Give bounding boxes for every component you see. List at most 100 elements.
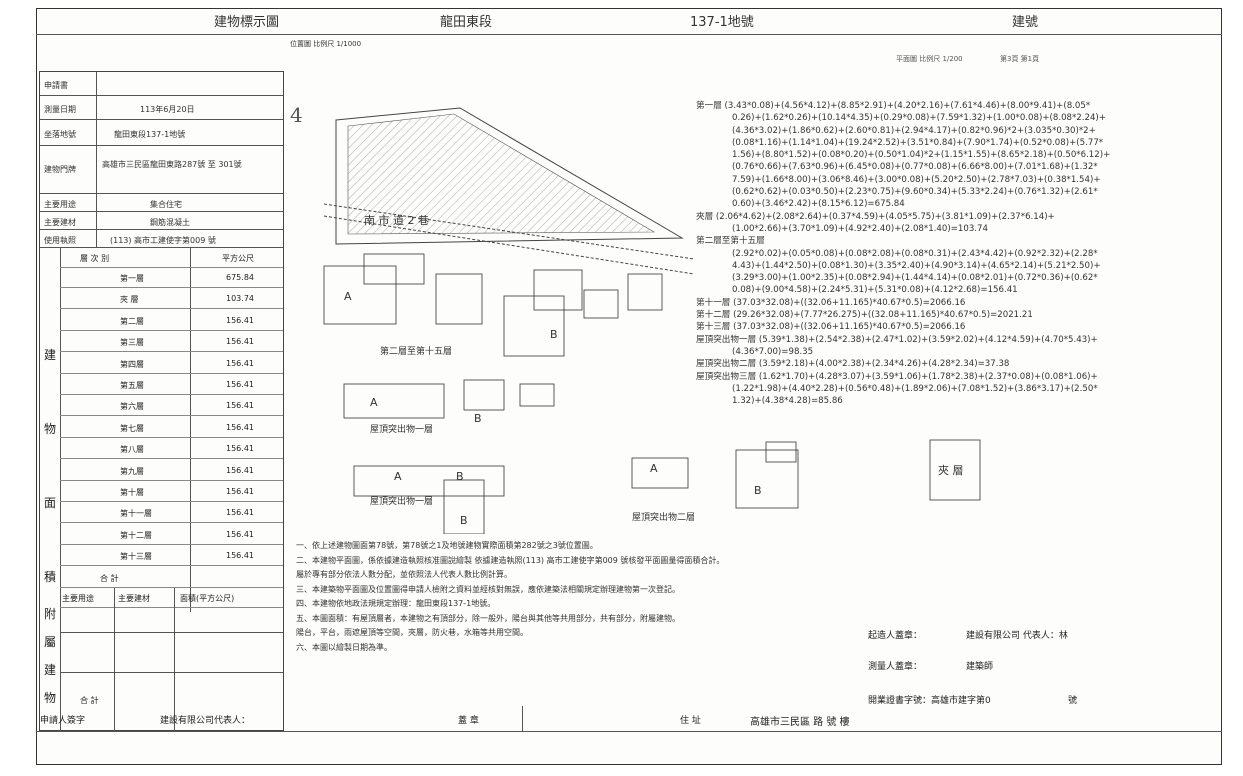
roof-plan-2 [353,465,505,534]
attached-row-line [60,672,283,673]
attached-divider-1 [114,588,115,732]
parcel-number: 137-1地號 [690,15,754,30]
site-location-map: 南 市 道 2 巷 [323,107,694,275]
calc-line: 第十一層 (37.03*32.08)+((32.06+11.165)*40.67… [696,297,966,308]
calc-line: 第十三層 (37.03*32.08)+((32.06+11.165)*40.67… [696,322,966,333]
applicant-seal-label: 起造人蓋章： [868,631,923,641]
note-line: 屬於專有部分依法人數分配，並依照法人代表人數比例計算。 [296,570,512,579]
floor-name: 第七層 [120,423,144,433]
calc-line: 屋頂突出物一層 (5.39*1.38)+(2.54*2.38)+(2.47*1.… [696,334,1098,345]
floor-name: 第二層 [120,316,144,326]
calc-line: 1.32)+(4.38*4.28)=85.86 [732,396,843,407]
info-value: (113) 高市工建使字第009 號 [110,236,216,245]
building-number: 建號 [1012,15,1039,30]
floor-row: 第七層 156.41 [60,418,283,438]
floor-area: 156.41 [226,337,254,347]
plan-scale-right: 平面圖 比例尺 1/200 [896,55,963,63]
floor-name: 第四層 [120,359,144,369]
roof2-unit-a: A [394,470,402,483]
address-label: 住 址 [680,716,701,726]
calc-line: 第一層 (3.43*0.08)+(4.56*4.12)+(8.85*2.91)+… [696,101,1091,111]
calc-line: 7.59)+(1.66*8.00)+(3.06*8.46)+(3.00*0.08… [732,174,1101,185]
footer-stamp: 蓋 章 [458,716,479,726]
note-line: 一、依上述建物圖面第78號，第78號之1及地號建物實際面積第282號之3號位置圖… [296,541,598,550]
roof3-caption: 屋頂突出物二層 [632,511,695,523]
calc-line: 夾層 (2.06*4.62)+(2.08*2.64)+(0.37*4.59)+(… [696,211,1055,222]
side-label-attached: 附屬建物 [44,607,57,705]
floor-area: 103.74 [226,294,254,304]
floor-name: 第十三層 [120,552,152,562]
calc-line: 0.26)+(1.62*0.26)+(10.14*4.35)+(0.29*0.0… [732,113,1106,124]
attached-header-use: 主要用途 [62,594,94,603]
floor-area: 156.41 [226,444,254,454]
mezzanine-label: 夾 層 [938,464,964,477]
note-line: 五、本圖面積：有屋頂層者，本建物之有頂部分，除一般外，陽台與其他等共用部分，共有… [296,613,680,623]
info-label: 主要用途 [44,200,76,209]
info-row: 坐落地號 龍田東段137-1地號 [40,120,283,146]
floor-area: 156.41 [226,551,254,561]
footer-company: 建設有限公司代表人： [160,716,251,726]
floor-total-row: 合 計 [60,568,283,588]
floor-name: 第九層 [120,466,144,476]
floor-row: 第十三層 156.41 [60,546,283,567]
info-value: 鋼筋混凝土 [150,218,190,227]
calc-line: 第二層至第十五層 [696,236,765,247]
calc-line: (2.92*0.02)+(0.05*0.08)+(0.08*2.08)+(0.0… [732,248,1098,259]
calc-line: (3.29*3.00)+(1.00*2.35)+(0.08*2.94)+(1.4… [732,273,1098,284]
floor-header-name: 層 次 別 [80,254,110,263]
roof3-unit-b: B [754,484,762,497]
info-column-divider [96,72,97,248]
note-line: 三、本建築物平面圖及位置圖得申請人檢附之資料並經核對無誤，應依建築法相關規定辦理… [296,584,680,594]
floor-table-header: 層 次 別 平方公尺 [60,248,283,268]
calc-line: (1.22*1.98)+(4.40*2.28)+(0.56*0.48)+(1.8… [732,383,1098,394]
total-label: 合 計 [100,574,119,583]
floor-name: 第三層 [120,338,144,348]
info-label: 測量日期 [44,105,76,114]
certificate-suffix: 號 [1068,696,1078,706]
floor-area: 156.41 [226,422,254,432]
calc-line: (0.08*1.16)+(1.14*1.04)+(19.24*2.52)+(3.… [732,137,1104,148]
roof-plan-3-drawing: A B 屋頂突出物二層 夾 層 [631,439,981,523]
floor-area: 675.84 [226,273,254,282]
address-value: 高雄市三民區 路 號 樓 [750,717,850,728]
attached-divider-2 [174,588,175,732]
info-label: 建物門牌 [44,165,76,174]
calc-line: 4.43)+(1.44*2.50)+(0.08*1.30)+(3.35*2.40… [732,260,1101,271]
floor-name: 第十一層 [120,509,152,519]
roof-plan-1 [343,379,555,419]
applicant-seal-value: 建設有限公司 代表人：林 [966,631,1068,641]
surveyor-seal-value: 建築師 [966,662,994,672]
roof3-unit-a: A [650,462,658,475]
document-title: 建物標示圖 [214,15,280,30]
info-row: 申請書 [40,72,283,96]
calc-line: (0.76*0.66)+(7.63*0.96)+(6.45*0.08)+(0.7… [732,162,1098,173]
floor-table-divider [190,248,191,612]
floor-header-area: 平方公尺 [222,254,254,263]
roof2-unit-b: B [456,470,464,483]
calc-line: 0.08)+(9.00*4.58)+(2.24*5.31)+(5.31*0.08… [732,285,1018,296]
floor-plan-caption: 第二層至第十五層 [380,345,452,357]
info-row: 測量日期 113年6月20日 [40,96,283,120]
note-line: 陽台，平台，雨遮屋頂等空間，夾層，防火巷，水箱等共用空間。 [296,628,528,637]
calc-line: (4.36*3.02)+(1.86*0.62)+(2.60*0.81)+(2.9… [732,125,1096,136]
info-value: 113年6月20日 [140,105,195,114]
floor-name: 第五層 [120,381,144,390]
info-row: 主要用途 集合住宅 [40,194,283,212]
unit-a-label: A [344,290,352,303]
calc-line: 屋頂突出物三層 (1.62*1.70)+(4.28*3.07)+(3.59*1.… [696,371,1098,382]
floor-name: 第十二層 [120,530,152,540]
roof2-unit-b2: B [460,514,468,527]
attached-header-material: 主要建材 [118,594,150,603]
floor-name: 第八層 [120,445,144,455]
calc-line: 屋頂突出物二層 (3.59*2.18)+(4.00*2.38)+(2.34*4.… [696,359,1010,370]
info-label: 主要建材 [44,218,76,227]
calc-line: 0.60)+(3.46*2.42)+(8.15*6.12)=675.84 [732,199,905,210]
calc-line: 第十二層 (29.26*32.08)+(7.77*26.275)+((32.08… [696,310,1033,321]
note-line: 四、本建物依地政法規規定辦理：龍田東段137-1地號。 [296,599,496,608]
page-mark: 第3頁 第1頁 [1000,55,1040,63]
